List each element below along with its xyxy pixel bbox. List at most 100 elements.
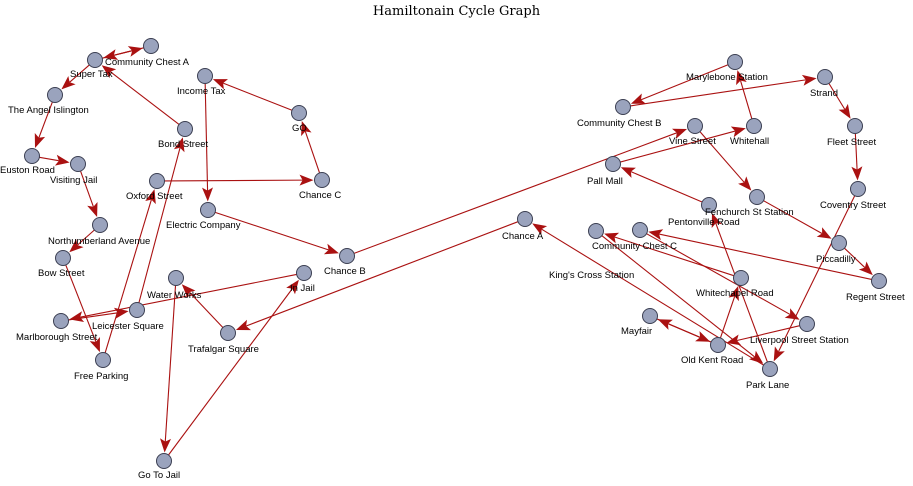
edge-pall-mall-to-whitehall (620, 130, 736, 163)
node-label-marlborough-street: Marlborough Street (16, 332, 98, 343)
node-label-water-works: Water Works (147, 290, 202, 301)
edge-chance-b-to-vine-street (353, 132, 677, 254)
node-community-chest-a (143, 38, 159, 54)
arrowhead-strand-to-fleet-street (838, 103, 851, 119)
edge-fenchurch-st-station-to-piccadilly (763, 200, 823, 234)
edge-leicester-square-to-bond-street (138, 147, 181, 303)
node-water-works (168, 270, 184, 286)
arrowhead-whitehall-to-marylebone-station (736, 70, 747, 86)
node-label-chance-a: Chance A (502, 231, 544, 242)
node-marylebone-station (727, 54, 743, 70)
edge-chance-a-to-trafalgar-square (246, 221, 519, 327)
edge-kings-cross-station-to-park-lane (601, 235, 756, 358)
node-label-electric-company: Electric Company (166, 220, 241, 231)
node-label-leicester-square: Leicester Square (92, 321, 164, 332)
edge-the-angel-islington-to-euston-road (38, 101, 53, 138)
arrowhead-bond-street-to-super-tax (101, 65, 117, 79)
arrowhead-super-tax-to-the-angel-islington (61, 76, 76, 90)
edge-visiting-jail-to-northumberland-avenue (80, 170, 94, 207)
edge-go-to-income-tax (222, 82, 293, 111)
node-label-old-kent-road: Old Kent Road (681, 355, 743, 366)
arrowhead-fenchurch-st-station-to-piccadilly (816, 227, 832, 239)
node-old-kent-road (710, 337, 726, 353)
edge-fleet-street-to-coventry-street (854, 133, 858, 170)
arrowhead-marlborough-street-to-leicester-square (113, 307, 129, 319)
node-label-mayfair: Mayfair (621, 326, 652, 337)
node-label-pentonville-road: Pentonville Road (668, 217, 740, 228)
node-fenchurch-st-station (749, 189, 765, 205)
node-strand (817, 69, 833, 85)
node-label-kings-cross-station: King's Cross Station (549, 270, 634, 281)
edge-euston-road-to-visiting-jail (39, 156, 59, 162)
edges-layer (34, 46, 873, 456)
node-label-whitechapel-road: Whitechapel Road (696, 288, 774, 299)
nodes-layer (24, 38, 887, 469)
node-regent-street (871, 273, 887, 289)
arrowhead-go-to-income-tax (212, 79, 228, 90)
graph-title: Hamiltonain Cycle Graph (372, 4, 541, 19)
node-label-chance-c: Chance C (299, 190, 341, 201)
node-mayfair (642, 308, 658, 324)
node-bow-street (55, 250, 71, 266)
node-label-whitehall: Whitehall (730, 136, 769, 147)
node-label-piccadilly: Piccadilly (816, 254, 856, 265)
node-label-vine-street: Vine Street (669, 136, 716, 147)
node-label-income-tax: Income Tax (177, 86, 226, 97)
arrowhead-chance-a-to-trafalgar-square (235, 319, 251, 331)
node-label-pall-mall: Pall Mall (587, 176, 623, 187)
arrowhead-coventry-street-to-park-lane (773, 346, 785, 362)
node-whitechapel-road (733, 270, 749, 286)
edge-community-chest-c-to-liverpool-street-station (646, 233, 791, 315)
node-visiting-jail (70, 156, 86, 172)
node-whitehall (746, 118, 762, 134)
edge-go-to-jail-to-in-jail (168, 288, 293, 456)
node-label-oxford-street: Oxford Street (126, 191, 183, 202)
arrowhead-chance-c-to-go (301, 121, 312, 137)
node-super-tax (87, 52, 103, 68)
node-label-in-jail: In Jail (290, 283, 315, 294)
node-label-northumberland-avenue: Northumberland Avenue (48, 236, 150, 247)
arrowhead-free-parking-to-oxford-street (145, 189, 156, 205)
edge-vine-street-to-fenchurch-st-station (699, 131, 745, 183)
node-label-go: GO (292, 123, 307, 134)
edge-northumberland-avenue-to-bow-street (77, 229, 95, 246)
arrowhead-income-tax-to-electric-company (202, 187, 213, 202)
node-the-angel-islington (47, 87, 63, 103)
arrowhead-community-chest-a-to-super-tax (103, 49, 119, 60)
arrowhead-community-chest-b-to-strand (801, 74, 817, 86)
node-label-fleet-street: Fleet Street (827, 137, 876, 148)
node-pentonville-road (701, 197, 717, 213)
node-label-chance-b: Chance B (324, 266, 366, 277)
edge-strand-to-fleet-street (828, 83, 846, 110)
node-label-bow-street: Bow Street (38, 268, 85, 279)
node-label-the-angel-islington: The Angel Islington (8, 105, 89, 116)
node-chance-b (339, 248, 355, 264)
node-oxford-street (149, 173, 165, 189)
node-free-parking (95, 352, 111, 368)
edge-bond-street-to-super-tax (110, 71, 180, 125)
node-liverpool-street-station (799, 316, 815, 332)
edge-liverpool-street-station-to-old-kent-road (736, 325, 800, 342)
node-go-to-jail (156, 453, 172, 469)
node-label-community-chest-a: Community Chest A (105, 57, 190, 68)
node-community-chest-c (632, 222, 648, 238)
edge-marlborough-street-to-leicester-square (68, 312, 118, 321)
arrowhead-pentonville-road-to-pall-mall (620, 167, 636, 178)
edge-super-tax-to-the-angel-islington (69, 64, 90, 83)
edge-water-works-to-go-to-jail (164, 285, 177, 442)
node-euston-road (24, 148, 40, 164)
node-income-tax (197, 68, 213, 84)
node-bond-street (177, 121, 193, 137)
edge-park-lane-to-chance-a (541, 228, 764, 366)
edge-piccadilly-to-regent-street (844, 247, 866, 268)
arrowhead-regent-street-to-community-chest-c (648, 229, 664, 241)
node-fleet-street (847, 118, 863, 134)
node-trafalgar-square (220, 325, 236, 341)
edge-trafalgar-square-to-water-works (188, 291, 224, 328)
node-label-fenchurch-st-station: Fenchurch St Station (705, 207, 794, 218)
arrowhead-euston-road-to-visiting-jail (54, 154, 70, 166)
node-electric-company (200, 202, 216, 218)
arrowhead-kings-cross-station-to-park-lane (749, 350, 764, 364)
node-community-chest-b (615, 99, 631, 115)
